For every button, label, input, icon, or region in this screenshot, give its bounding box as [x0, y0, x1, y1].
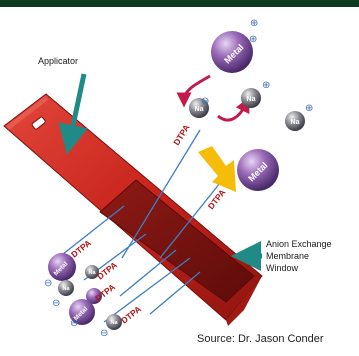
svg-text:DTPA: DTPA: [93, 282, 117, 304]
svg-text:Na: Na: [247, 96, 256, 103]
membrane-label-line1: Anion Exchange: [266, 239, 332, 249]
svg-text:⊕: ⊕: [250, 18, 258, 29]
diffusion-arrow: [198, 146, 236, 192]
metal-ion-top: Metal: [211, 31, 253, 73]
svg-text:DTPA: DTPA: [171, 123, 191, 147]
svg-text:Na: Na: [291, 119, 300, 126]
svg-text:Na: Na: [110, 320, 118, 326]
na-ion-free: Na: [285, 111, 305, 131]
svg-text:DTPA: DTPA: [206, 187, 228, 211]
na-ion-released: Na: [241, 88, 261, 108]
exchange-arrow-out: [218, 104, 246, 120]
membrane-window: [100, 180, 254, 302]
svg-text:⊕: ⊕: [262, 80, 270, 91]
svg-text:⊕: ⊕: [249, 34, 257, 45]
applicator-label: Applicator: [38, 56, 78, 66]
svg-text:Na: Na: [62, 286, 70, 292]
svg-text:⊖: ⊖: [44, 278, 52, 289]
svg-text:Na: Na: [195, 106, 204, 113]
svg-text:⊖: ⊖: [201, 96, 209, 107]
svg-text:⊖: ⊖: [70, 318, 78, 329]
metal-ion-mid: Metal: [237, 149, 279, 191]
svg-text:⊖: ⊖: [52, 298, 60, 309]
membrane-label-line2: Membrane: [266, 251, 309, 261]
svg-text:DTPA: DTPA: [119, 304, 143, 326]
svg-text:⊕: ⊕: [305, 103, 313, 114]
svg-text:⊖: ⊖: [100, 328, 108, 339]
source-credit: Source: Dr. Jason Conder: [197, 333, 324, 345]
svg-text:DTPA: DTPA: [69, 238, 93, 260]
membrane-label-line3: Window: [266, 263, 299, 273]
